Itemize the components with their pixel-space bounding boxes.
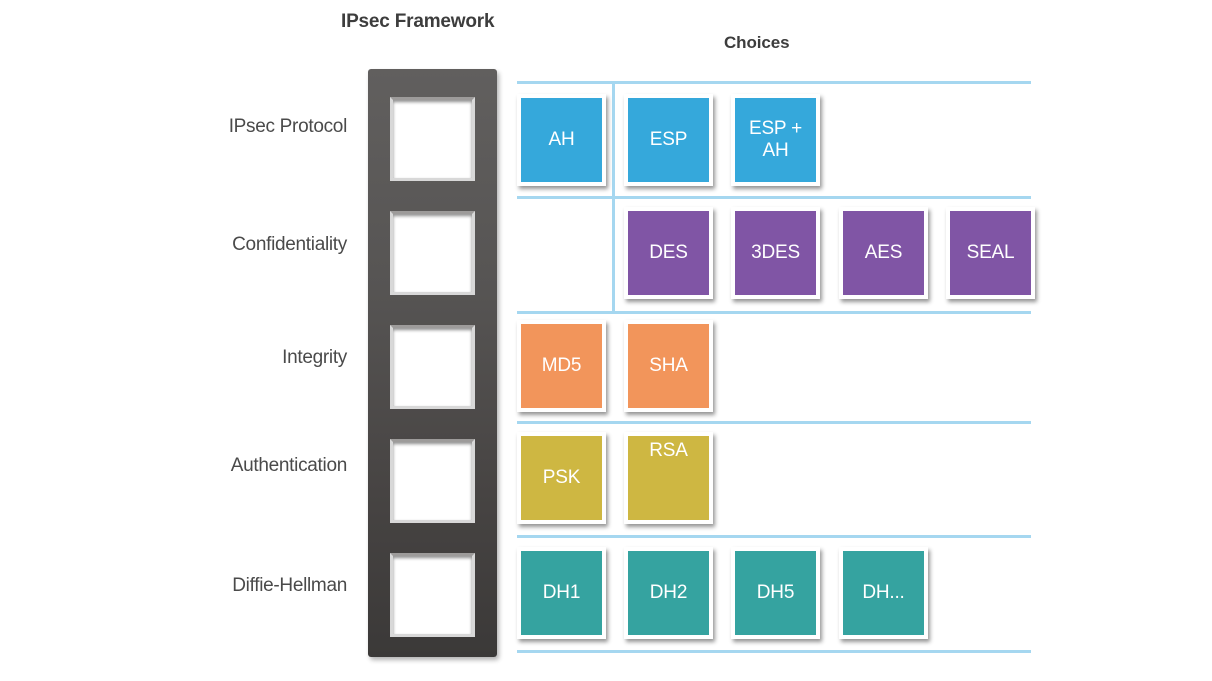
choice-box-dh2[interactable]: DH2 xyxy=(624,547,713,639)
row-label-confidentiality: Confidentiality xyxy=(232,234,347,255)
choice-label: ESP xyxy=(628,98,709,182)
choice-label: MD5 xyxy=(521,324,602,408)
choice-label: ESP + AH xyxy=(735,98,816,182)
choice-box-aes[interactable]: AES xyxy=(839,207,928,299)
row-label-ipsec-protocol: IPsec Protocol xyxy=(228,116,348,137)
grid-line-vertical-1 xyxy=(612,81,615,314)
choice-box-dh1[interactable]: DH1 xyxy=(517,547,606,639)
choice-box-esp-ah[interactable]: ESP + AH xyxy=(731,94,820,186)
framework-slot-ipsec-protocol[interactable] xyxy=(390,97,475,181)
choice-label: DH1 xyxy=(521,551,602,635)
ipsec-framework-panel xyxy=(368,69,497,657)
choice-label: DH... xyxy=(843,551,924,635)
choice-box-psk[interactable]: PSK xyxy=(517,432,606,524)
choice-box-esp[interactable]: ESP xyxy=(624,94,713,186)
choice-label: DH2 xyxy=(628,551,709,635)
choice-box-ah[interactable]: AH xyxy=(517,94,606,186)
choice-label: AH xyxy=(521,98,602,182)
framework-slot-authentication[interactable] xyxy=(390,439,475,523)
choice-label: PSK xyxy=(521,436,602,520)
choice-box-md5[interactable]: MD5 xyxy=(517,320,606,412)
framework-slot-confidentiality[interactable] xyxy=(390,211,475,295)
row-label-authentication: Authentication xyxy=(230,455,348,476)
choice-box-sha[interactable]: SHA xyxy=(624,320,713,412)
page-title-choices: Choices xyxy=(724,33,790,52)
choice-label: DES xyxy=(628,211,709,295)
framework-slot-integrity[interactable] xyxy=(390,325,475,409)
choice-label: SHA xyxy=(628,324,709,408)
row-label-column: IPsec Protocol Confidentiality Integrity… xyxy=(0,0,348,681)
grid-line-horizontal-2 xyxy=(517,196,1031,199)
choice-box-seal[interactable]: SEAL xyxy=(946,207,1035,299)
row-label-integrity: Integrity xyxy=(282,347,347,368)
choice-label: DH5 xyxy=(735,551,816,635)
grid-line-horizontal-4 xyxy=(517,421,1031,424)
choice-label: RSA xyxy=(628,436,709,520)
page-title-ipsec-framework: IPsec Framework xyxy=(341,11,495,32)
grid-line-horizontal-3 xyxy=(517,311,1031,314)
choice-label: 3DES xyxy=(735,211,816,295)
choice-box-dh-more[interactable]: DH... xyxy=(839,547,928,639)
choice-box-3des[interactable]: 3DES xyxy=(731,207,820,299)
choice-label: SEAL xyxy=(950,211,1031,295)
choice-box-dh5[interactable]: DH5 xyxy=(731,547,820,639)
grid-line-horizontal-5 xyxy=(517,535,1031,538)
choice-box-des[interactable]: DES xyxy=(624,207,713,299)
choice-box-rsa[interactable]: RSA xyxy=(624,432,713,524)
row-label-diffie-hellman: Diffie-Hellman xyxy=(232,575,347,596)
framework-slot-diffie-hellman[interactable] xyxy=(390,553,475,637)
choice-label: AES xyxy=(843,211,924,295)
grid-line-horizontal-1 xyxy=(517,81,1031,84)
grid-line-horizontal-6 xyxy=(517,650,1031,653)
